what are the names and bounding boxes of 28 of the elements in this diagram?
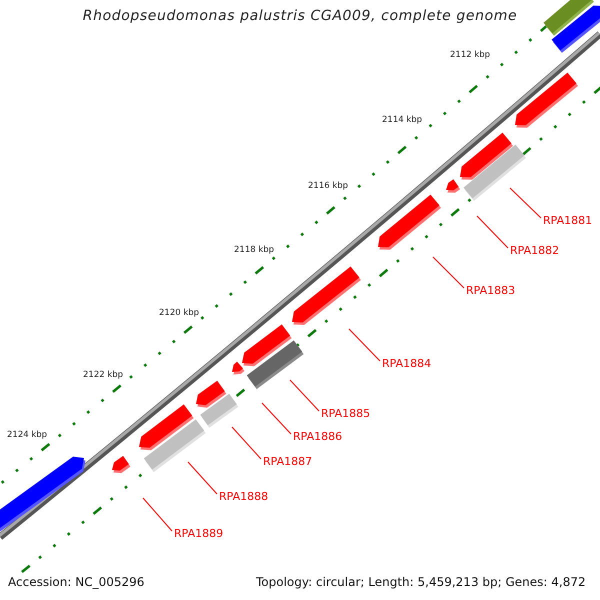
- gene-label: RPA1887: [263, 456, 312, 468]
- gene-label: RPA1882: [510, 245, 560, 257]
- tick-label: 2114 kbp: [382, 115, 422, 125]
- gene-label: RPA1884: [382, 358, 432, 370]
- footer-text: Accession: NC_005296: [8, 575, 144, 590]
- tick-label: 2118 kbp: [234, 245, 274, 255]
- gene-label: RPA1889: [174, 528, 224, 540]
- footer-text: Topology: circular; Length: 5,459,213 bp; Genes: 4,872: [256, 575, 586, 590]
- tick-label: 2120 kbp: [159, 308, 200, 318]
- gene-label: RPA1885: [321, 408, 370, 420]
- gene-label: RPA1888: [219, 491, 268, 503]
- leader-line: [476, 216, 508, 248]
- leader-line: [510, 188, 542, 218]
- leader-line: [232, 426, 262, 460]
- leader-line: [188, 462, 218, 494]
- tick-label: 2112 kbp: [450, 50, 490, 60]
- tick-label: 2116 kbp: [308, 181, 348, 191]
- leader-line: [142, 498, 172, 532]
- leader-line: [432, 256, 464, 288]
- leader-line: [348, 328, 380, 362]
- tick-label: 2122 kbp: [83, 370, 124, 380]
- leader-line: [290, 380, 320, 412]
- map-title: Rhodopseudomonas palustris CGA009, complete genome: [82, 8, 518, 24]
- leader-line: [262, 402, 292, 434]
- gene-label: RPA1886: [293, 431, 342, 443]
- tick-label: 2124 kbp: [7, 430, 48, 440]
- gene-label: RPA1881: [543, 215, 592, 227]
- gene-label: RPA1883: [466, 285, 516, 297]
